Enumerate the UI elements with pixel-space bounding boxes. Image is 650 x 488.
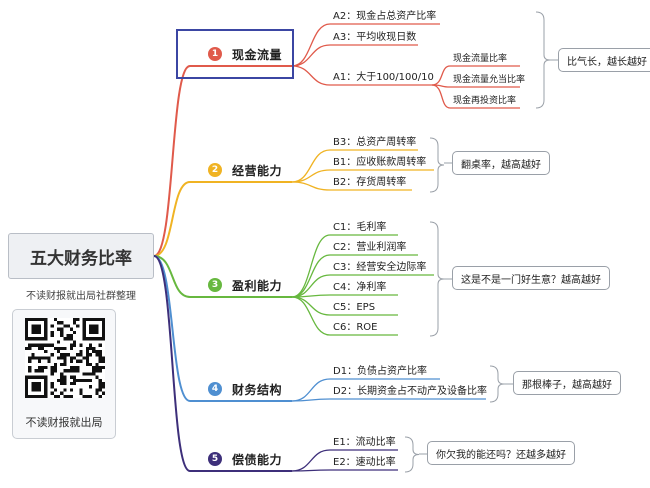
leaf-connector <box>291 294 398 298</box>
brace-solvency <box>404 436 420 473</box>
leaf-c4[interactable]: C4：净利率 <box>333 282 387 293</box>
leaf-b1[interactable]: B1：应收账款周转率 <box>333 157 427 168</box>
branch-label: 盈利能力 <box>232 278 283 293</box>
subleaf-connector <box>431 65 520 86</box>
leaf-d2[interactable]: D2：长期资金占不动产及设备比率 <box>333 386 488 397</box>
branch-label: 经营能力 <box>232 163 283 178</box>
branch-connector <box>153 255 196 402</box>
comment-solvency[interactable]: 你欠我的能还吗？还越多越好 <box>427 441 575 465</box>
number-badge: 3 <box>208 278 222 292</box>
number-badge: 1 <box>208 47 222 61</box>
subleaf-connector <box>431 84 520 109</box>
branch-connector <box>153 255 196 298</box>
leaf-connector <box>291 378 440 402</box>
branch-node-cash-flow[interactable]: 1 现金流量 <box>208 41 282 67</box>
leaf-e1[interactable]: E1：流动比率 <box>333 437 396 448</box>
leaf-connector <box>291 65 432 86</box>
branch-connector <box>153 65 196 257</box>
leaf-connector <box>291 181 412 191</box>
leaf-a1[interactable]: A1：大于100/100/10 <box>333 72 434 83</box>
branch-node-financial-structure[interactable]: 4 财务结构 <box>208 376 282 402</box>
leaf-a2[interactable]: A2：现金占总资产比率 <box>333 11 437 22</box>
branch-node-profitability[interactable]: 3 盈利能力 <box>208 272 282 298</box>
leaf-connector <box>291 254 418 298</box>
leaf-b2[interactable]: B2：存货周转率 <box>333 177 407 188</box>
leaf-c1[interactable]: C1：毛利率 <box>333 222 387 233</box>
leaf-c2[interactable]: C2：营业利润率 <box>333 242 407 253</box>
number-badge: 2 <box>208 163 222 177</box>
branch-label: 财务结构 <box>232 382 283 397</box>
highlight-box <box>176 29 294 79</box>
leaf-connector <box>291 44 418 67</box>
leaf-c5[interactable]: C5：EPS <box>333 302 376 313</box>
leaf-d1[interactable]: D1：负债占资产比率 <box>333 366 428 377</box>
root-title: 五大财务比率 <box>30 248 132 269</box>
leaf-connector <box>291 169 434 183</box>
leaf-c3[interactable]: C3：经营安全边际率 <box>333 262 427 273</box>
comment-operating[interactable]: 翻桌率，越高越好 <box>452 151 550 175</box>
brace-cash-flow <box>535 11 551 109</box>
root-node[interactable]: 五大财务比率 <box>8 233 154 279</box>
comment-profitability[interactable]: 这是不是一门好生意？越高越好 <box>452 266 610 290</box>
qr-code-image <box>25 318 105 398</box>
leaf-connector <box>291 469 398 472</box>
qr-label: 不读财报就出局 <box>25 416 103 429</box>
leaf-connector <box>291 23 440 67</box>
branch-label: 现金流量 <box>232 47 283 62</box>
leaf-connector <box>291 234 398 298</box>
comment-cash-flow[interactable]: 比气长，越长越好 <box>558 48 650 72</box>
brace-operating <box>429 137 445 193</box>
brace-profitability <box>429 221 445 337</box>
branch-label: 偿债能力 <box>232 452 283 467</box>
leaf-connector <box>291 274 434 298</box>
comment-financial-structure[interactable]: 那根棒子，越高越好 <box>513 371 621 395</box>
leaf-a3[interactable]: A3：平均收现日数 <box>333 32 417 43</box>
branch-connector <box>153 255 196 472</box>
branch-connector <box>153 181 196 257</box>
leaf-connector <box>291 149 418 183</box>
subleaf-cash-reinvestment[interactable]: 现金再投资比率 <box>453 96 517 106</box>
number-badge: 5 <box>208 452 222 466</box>
leaf-connector <box>291 398 486 402</box>
caption: 不读财报就出局社群整理 <box>26 291 136 302</box>
subleaf-cash-flow-ratio[interactable]: 现金流量比率 <box>453 54 508 64</box>
brace-financial-structure <box>489 365 505 403</box>
qr-card: 不读财报就出局 <box>12 309 116 439</box>
branch-node-operating[interactable]: 2 经营能力 <box>208 157 282 183</box>
subleaf-cash-flow-adequacy[interactable]: 现金流量允当比率 <box>453 75 526 85</box>
branch-node-solvency[interactable]: 5 偿债能力 <box>208 446 282 472</box>
number-badge: 4 <box>208 382 222 396</box>
leaf-connector <box>291 449 398 472</box>
leaf-b3[interactable]: B3：总资产周转率 <box>333 137 417 148</box>
leaf-e2[interactable]: E2：速动比率 <box>333 457 396 468</box>
leaf-c6[interactable]: C6：ROE <box>333 322 378 333</box>
leaf-connector <box>291 296 398 336</box>
